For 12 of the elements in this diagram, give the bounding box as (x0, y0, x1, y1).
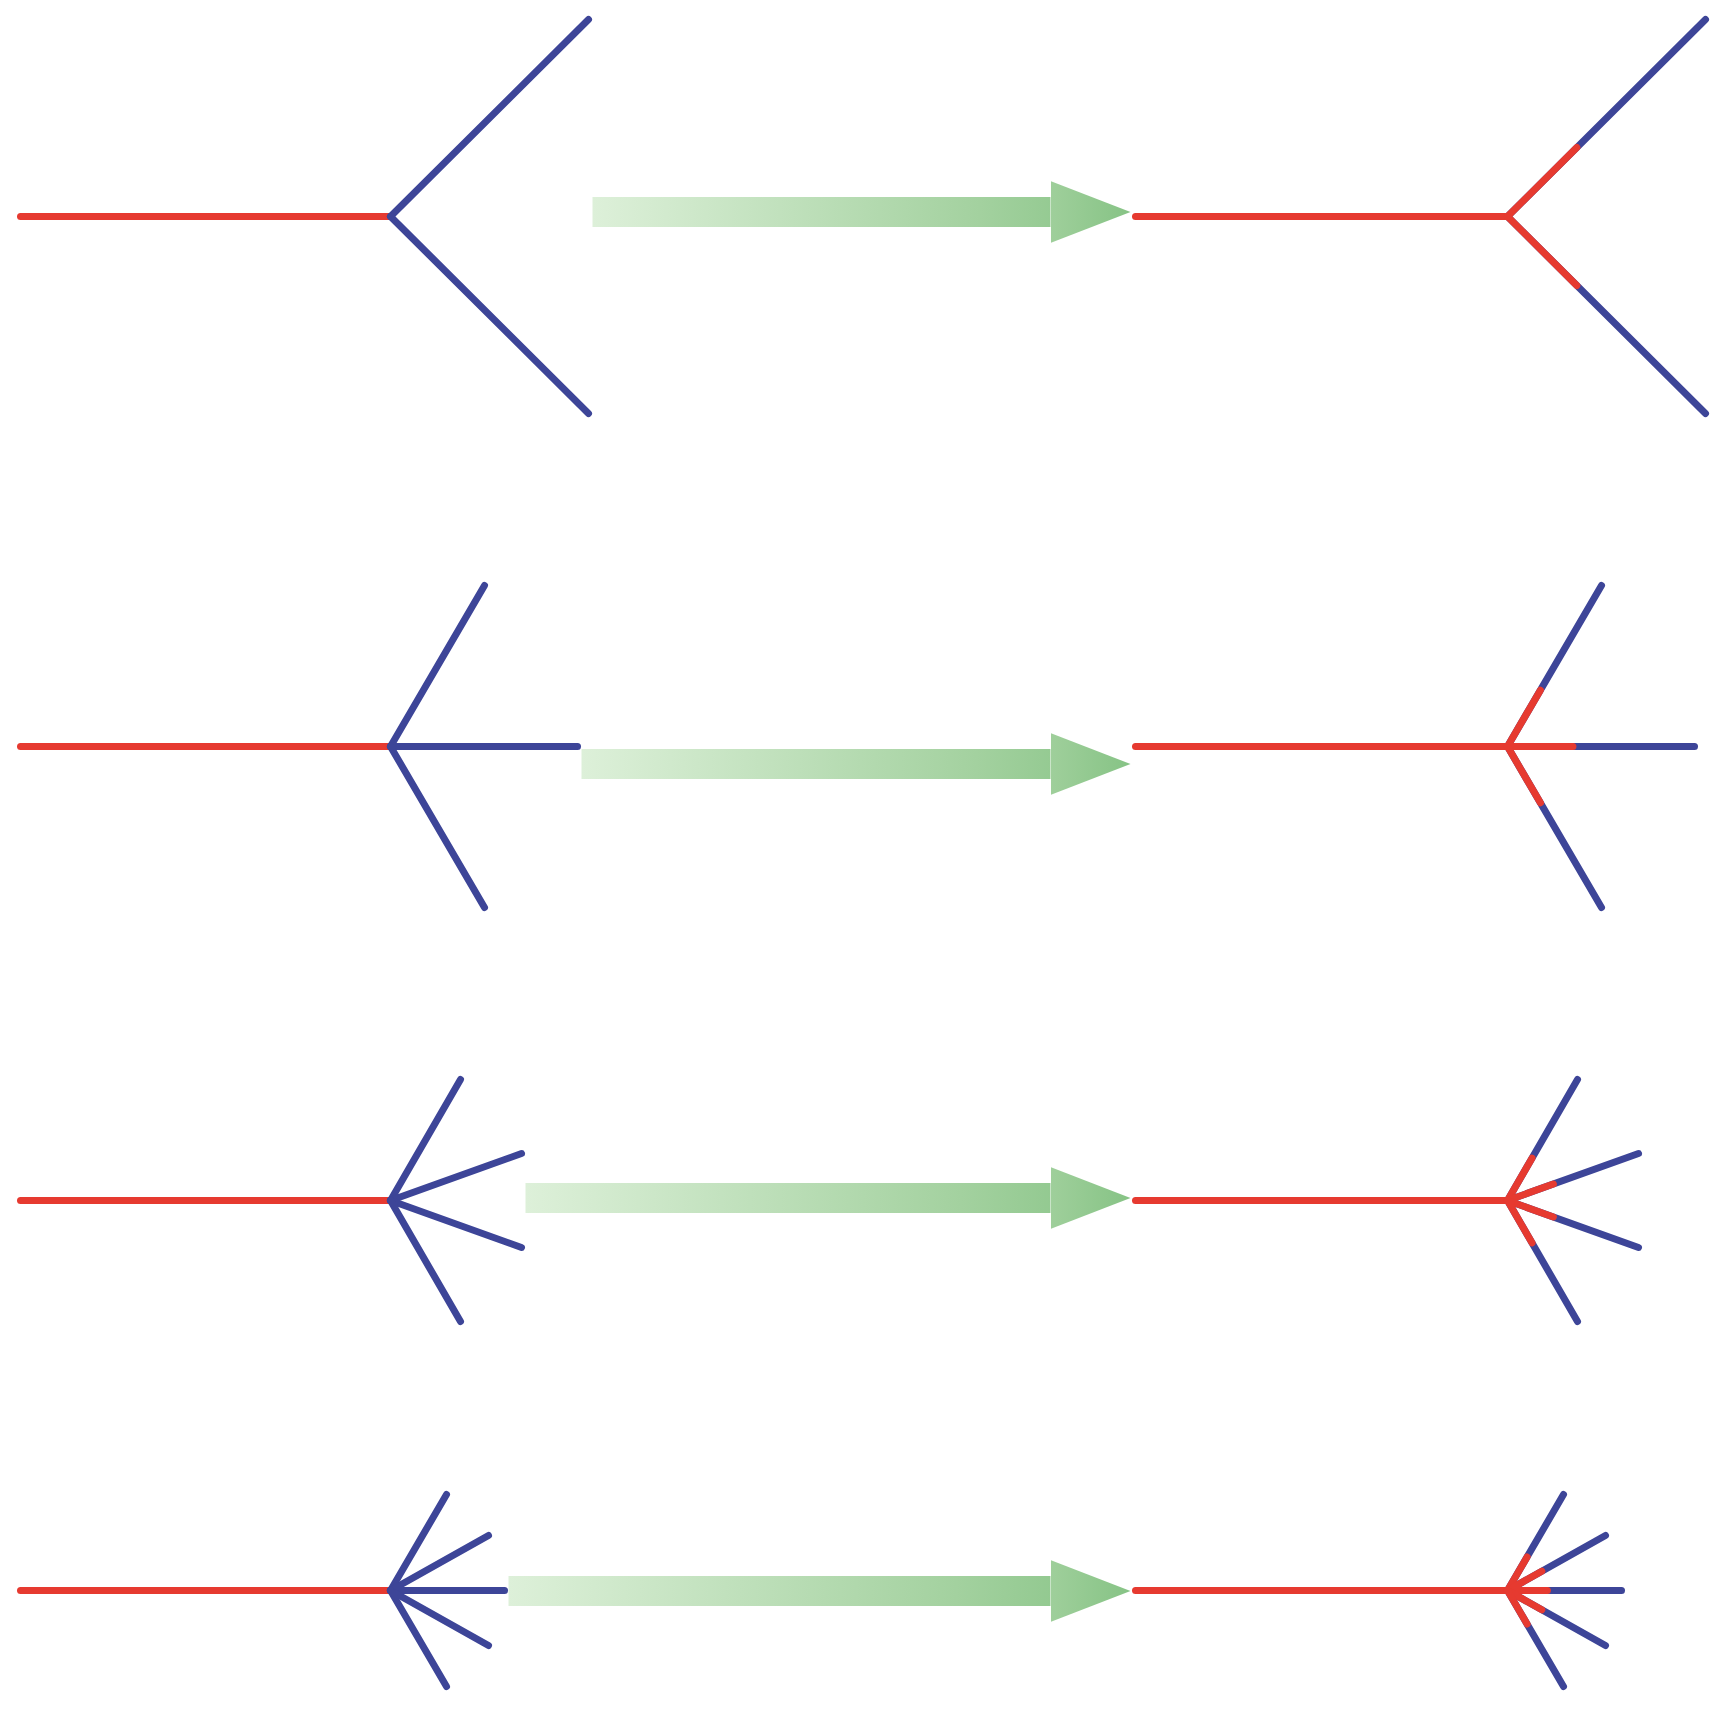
branched-line-drawing (1131, 15, 1709, 417)
arrow (525, 1167, 1131, 1229)
arrow (592, 181, 1131, 243)
branched-line-drawing (16, 1490, 508, 1690)
branched-line-drawing (16, 15, 592, 417)
arrow (508, 1560, 1131, 1622)
branched-line-drawing (16, 1075, 525, 1325)
branched-line-drawing (1131, 1075, 1642, 1325)
arrow (581, 733, 1131, 795)
branched-line-drawing (1131, 1490, 1625, 1690)
branched-line-drawing (1131, 581, 1698, 911)
branched-line-drawing (16, 581, 581, 911)
